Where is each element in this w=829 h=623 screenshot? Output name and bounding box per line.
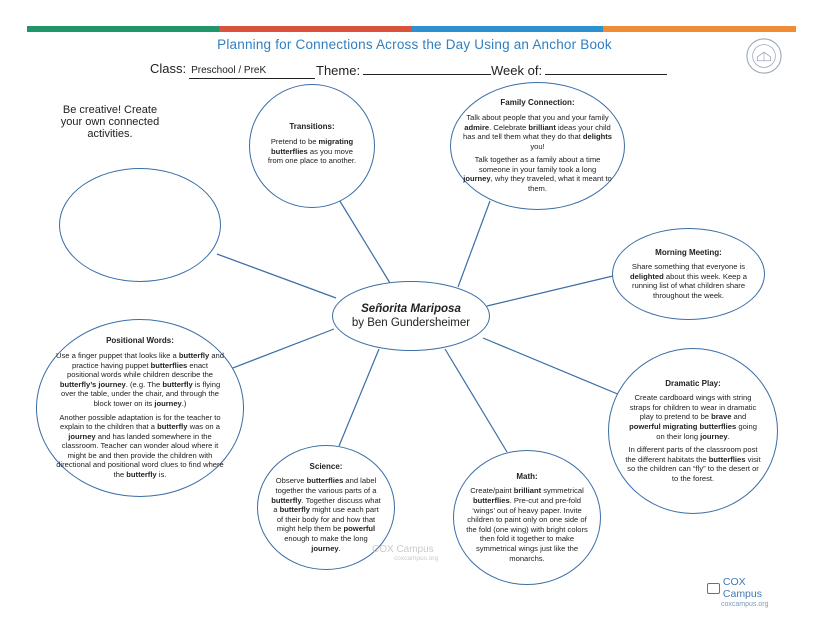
morning-text: Share something that everyone is delight… bbox=[630, 262, 747, 300]
family-text-1: Talk about people that you and your fami… bbox=[463, 112, 613, 151]
connector-math bbox=[444, 348, 508, 453]
footer-brand-text: COX Campus bbox=[722, 576, 762, 600]
positional-words-bubble: Positional Words: Use a finger puppet th… bbox=[36, 319, 244, 497]
watermark-url: coxcampus.org bbox=[394, 555, 439, 562]
family-text-2: Talk together as a family about a time s… bbox=[463, 155, 612, 194]
positional-text-2: Another possible adaptation is for the t… bbox=[56, 412, 224, 480]
morning-title: Morning Meeting: bbox=[655, 247, 722, 257]
color-bar-green bbox=[27, 26, 219, 32]
connector-science bbox=[338, 348, 380, 447]
footer-brand: COX Campus bbox=[707, 576, 787, 600]
science-text: Observe butterflies and label together t… bbox=[271, 476, 381, 553]
science-bubble: Science: Observe butterflies and label t… bbox=[257, 445, 395, 570]
class-label: Class: bbox=[150, 61, 187, 76]
watermark-brand: COX Campus bbox=[372, 544, 434, 555]
dramatic-play-bubble: Dramatic Play: Create cardboard wings wi… bbox=[608, 348, 778, 514]
family-connection-bubble: Family Connection: Talk about people tha… bbox=[450, 82, 625, 210]
theme-label: Theme: bbox=[316, 63, 361, 78]
science-title: Science: bbox=[309, 461, 343, 471]
transitions-bubble: Transitions: Pretend to be migrating but… bbox=[249, 84, 375, 208]
positional-title: Positional Words: bbox=[106, 336, 174, 346]
watermark: COX Campus coxcampus.org bbox=[372, 544, 438, 562]
transitions-text: Pretend to be migrating butterflies as y… bbox=[267, 136, 357, 166]
book-author: by Ben Gundersheimer bbox=[351, 316, 471, 329]
connector-create bbox=[216, 253, 337, 299]
morning-meeting-bubble: Morning Meeting: Share something that ev… bbox=[612, 228, 765, 320]
theme-field: Theme: bbox=[316, 61, 492, 78]
week-label: Week of: bbox=[491, 63, 543, 78]
book-logo-icon bbox=[707, 582, 720, 594]
dramatic-text-1: Create cardboard wings with string strap… bbox=[629, 393, 757, 441]
connector-transitions bbox=[337, 197, 391, 284]
connector-family bbox=[457, 200, 491, 288]
theme-value bbox=[363, 61, 492, 75]
anchor-book-bubble: Señorita Mariposa by Ben Gundersheimer bbox=[332, 281, 490, 351]
math-bubble: Math: Create/paint brilliant symmetrical… bbox=[453, 450, 601, 585]
dramatic-text-2: In different parts of the classroom post… bbox=[625, 445, 761, 483]
transitions-title: Transitions: bbox=[289, 122, 335, 132]
week-field: Week of: bbox=[491, 61, 668, 78]
week-value bbox=[545, 61, 668, 75]
color-bar-orange bbox=[603, 26, 796, 32]
footer-url[interactable]: coxcampus.org bbox=[721, 601, 769, 608]
page-title: Planning for Connections Across the Day … bbox=[217, 37, 612, 52]
math-text: Create/paint brilliant symmetrical butte… bbox=[466, 486, 588, 563]
color-bar-red bbox=[219, 26, 411, 32]
color-bar-blue bbox=[411, 26, 603, 32]
family-title: Family Connection: bbox=[500, 98, 575, 108]
creative-note: Be creative! Create your own connected a… bbox=[60, 104, 160, 140]
book-title: Señorita Mariposa bbox=[361, 302, 461, 315]
footer-logo[interactable]: COX Campus coxcampus.org bbox=[707, 576, 787, 608]
math-title: Math: bbox=[516, 471, 538, 481]
class-value: Preschool / PreK bbox=[189, 65, 316, 79]
emblem-seal-icon bbox=[746, 38, 782, 74]
connector-morning bbox=[486, 274, 618, 307]
dramatic-title: Dramatic Play: bbox=[665, 378, 721, 388]
connector-dramatic bbox=[482, 337, 621, 396]
class-field: Class:Preschool / PreK bbox=[150, 61, 316, 79]
positional-text-1: Use a finger puppet that looks like a bu… bbox=[56, 350, 224, 408]
blank-activity-bubble[interactable] bbox=[59, 168, 221, 282]
